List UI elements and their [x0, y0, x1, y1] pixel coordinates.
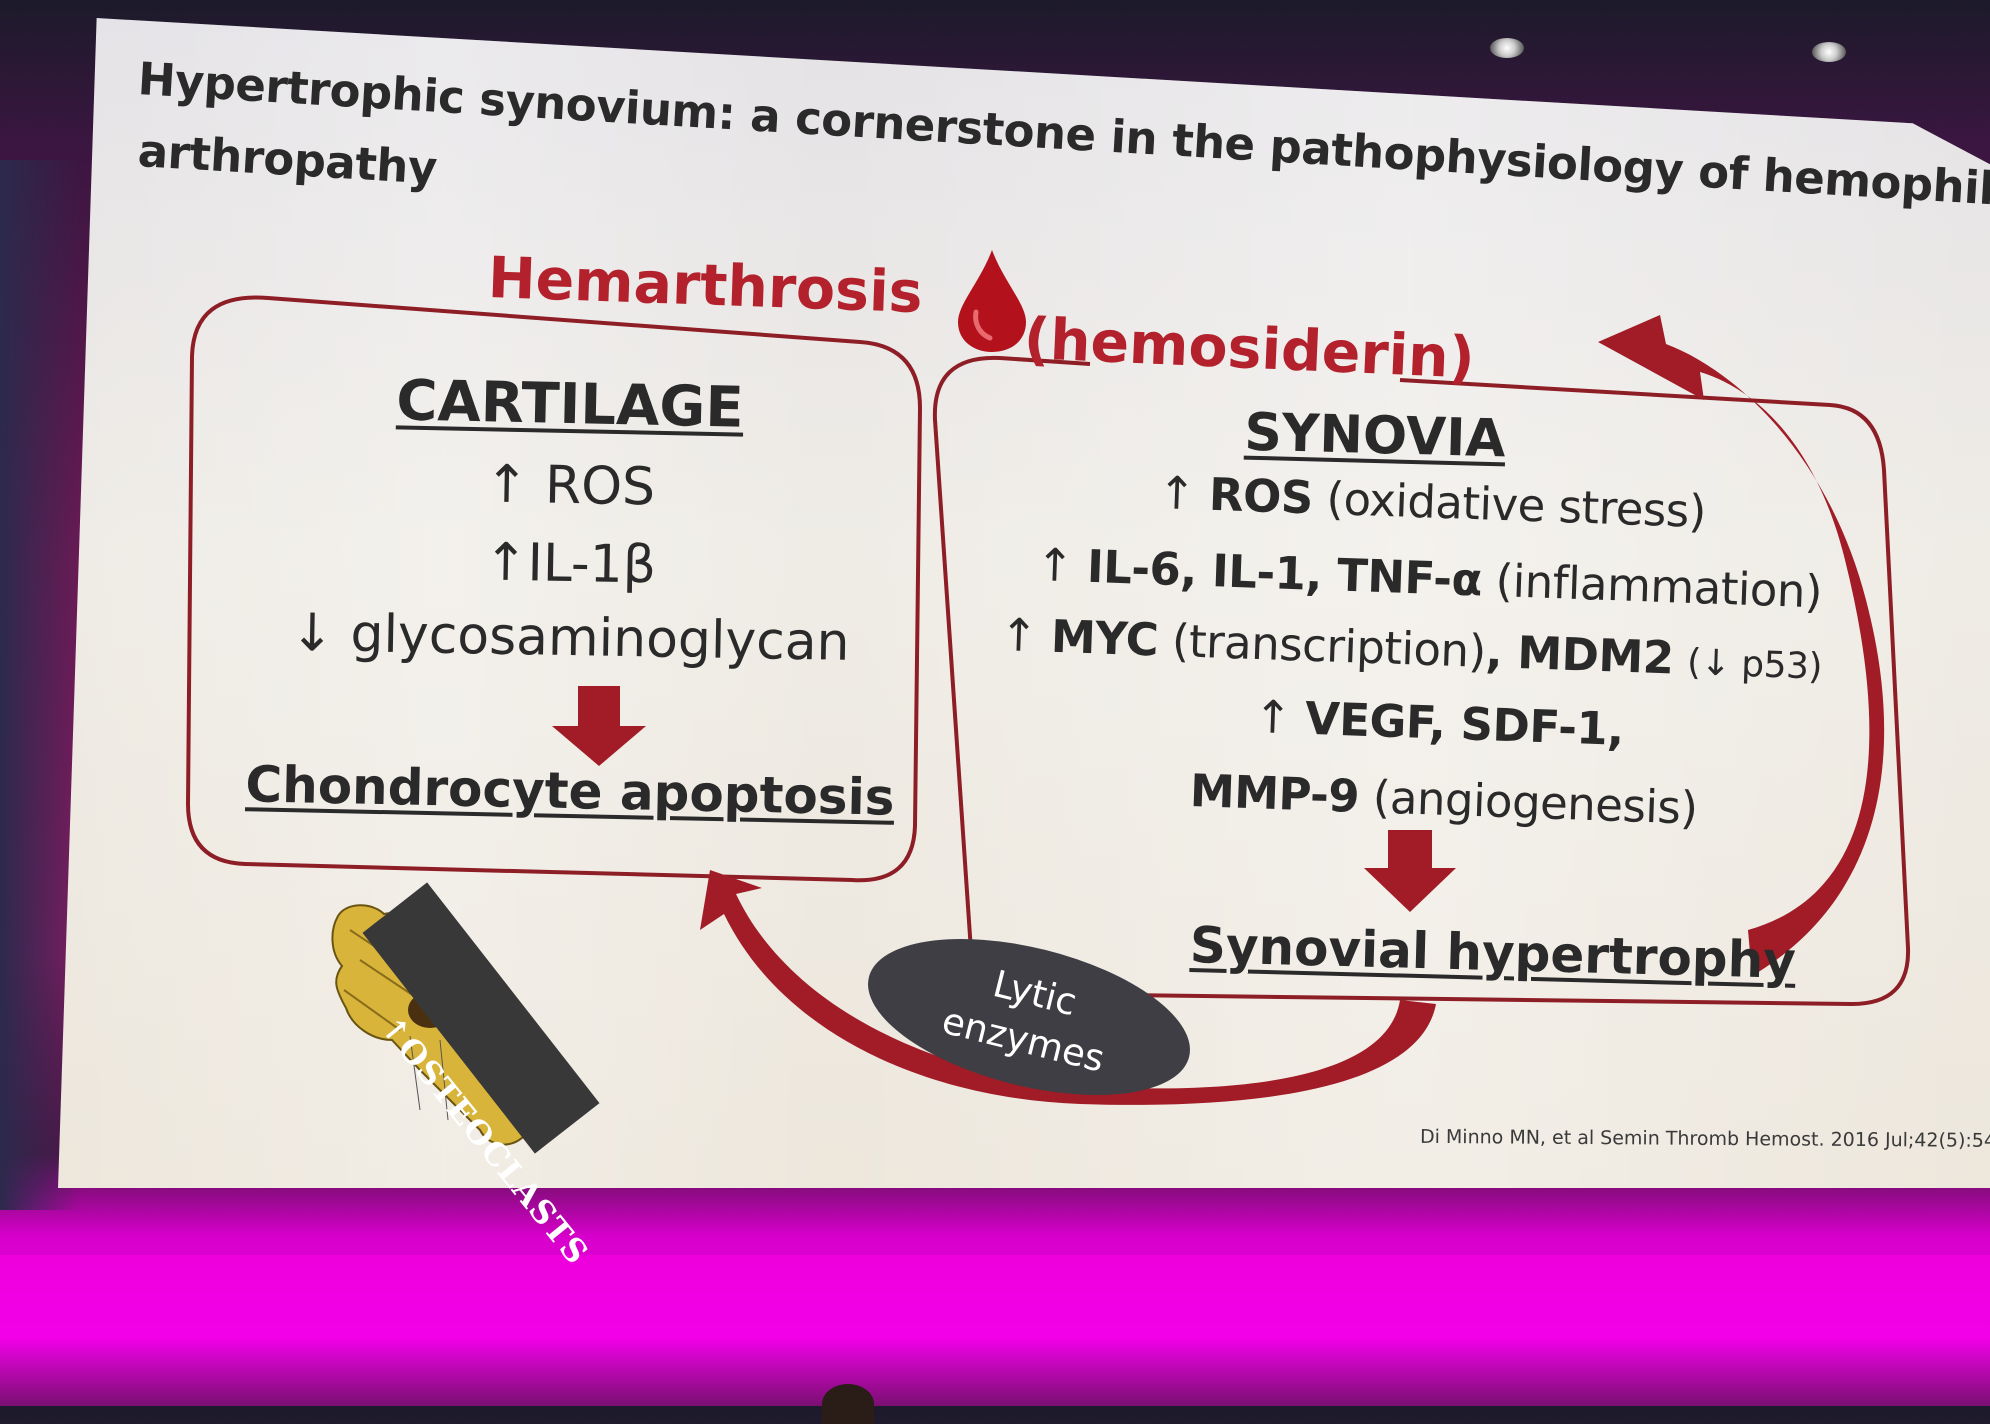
synovia-heading: SYNOVIA	[1243, 402, 1507, 470]
ceiling-spotlight	[1812, 42, 1846, 62]
cartilage-item: ↓ glycosaminoglycan	[289, 603, 851, 673]
stage-floor	[0, 1255, 1990, 1406]
citation: Di Minno MN, et al Semin Thromb Hemost. …	[1419, 1125, 1990, 1153]
cartilage-item: ↑IL-1β	[483, 532, 657, 596]
ceiling-spotlight	[1490, 38, 1524, 58]
curved-arrow-icon	[700, 870, 1436, 1105]
down-arrow-icon	[552, 686, 646, 766]
blood-drop-icon	[958, 250, 1026, 352]
synovia-box	[932, 355, 1911, 1007]
cartilage-heading: CARTILAGE	[395, 368, 745, 441]
cartilage-item: ↑ ROS	[484, 454, 656, 518]
down-arrow-icon	[1364, 830, 1456, 912]
cartilage-box	[185, 295, 923, 883]
